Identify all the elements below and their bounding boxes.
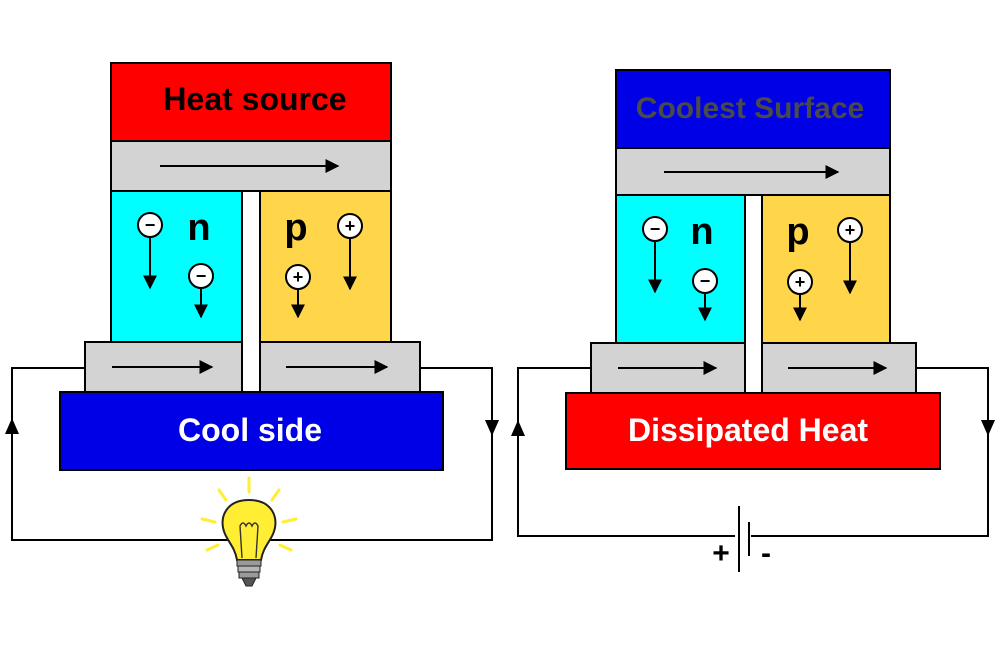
right-n-label: n xyxy=(690,211,713,253)
right-p-leg xyxy=(761,194,891,344)
cool-side-label: Cool side xyxy=(178,412,322,448)
right-wire-up-arrow xyxy=(511,420,525,436)
right-circuit-wire xyxy=(517,367,989,537)
battery-minus-label: - xyxy=(761,537,771,570)
right-n-leg xyxy=(615,194,746,344)
battery-icon: + - xyxy=(712,506,771,572)
right-p-label: p xyxy=(786,211,809,253)
dissipated-heat-block xyxy=(565,392,941,470)
right-module: + - Coolest Surface n − − p + xyxy=(511,69,995,572)
left-module: Heat source n − − p + + xyxy=(5,62,499,587)
left-hole-1: + xyxy=(337,213,363,291)
svg-text:−: − xyxy=(145,215,156,235)
cool-side-block xyxy=(59,391,444,471)
dissipated-heat-label: Dissipated Heat xyxy=(628,412,868,448)
right-hole-2: + xyxy=(787,269,813,322)
svg-text:−: − xyxy=(196,266,207,286)
svg-text:+: + xyxy=(845,220,856,240)
svg-text:−: − xyxy=(700,271,711,291)
left-wire-down-arrow xyxy=(485,420,499,436)
svg-text:+: + xyxy=(345,216,356,236)
svg-text:−: − xyxy=(650,219,661,239)
left-hole-2: + xyxy=(285,264,311,319)
right-electron-1: − xyxy=(642,216,668,294)
left-p-label: p xyxy=(284,207,307,249)
heat-source-label: Heat source xyxy=(163,81,346,117)
coolest-surface-label: Coolest Surface xyxy=(636,92,864,125)
right-hole-1: + xyxy=(837,217,863,295)
left-electron-2: − xyxy=(188,263,214,319)
right-wire-down-arrow xyxy=(981,420,995,436)
left-electron-1: − xyxy=(137,212,163,290)
svg-text:+: + xyxy=(293,267,304,287)
left-n-label: n xyxy=(187,207,210,249)
left-wire-up-arrow xyxy=(5,418,19,434)
coolest-surface-block xyxy=(615,69,891,149)
light-bulb-icon xyxy=(200,476,298,587)
battery-plus-label: + xyxy=(712,537,730,570)
left-n-leg xyxy=(110,190,243,343)
svg-text:+: + xyxy=(795,272,806,292)
left-p-leg xyxy=(259,190,392,343)
right-electron-2: − xyxy=(692,268,718,322)
